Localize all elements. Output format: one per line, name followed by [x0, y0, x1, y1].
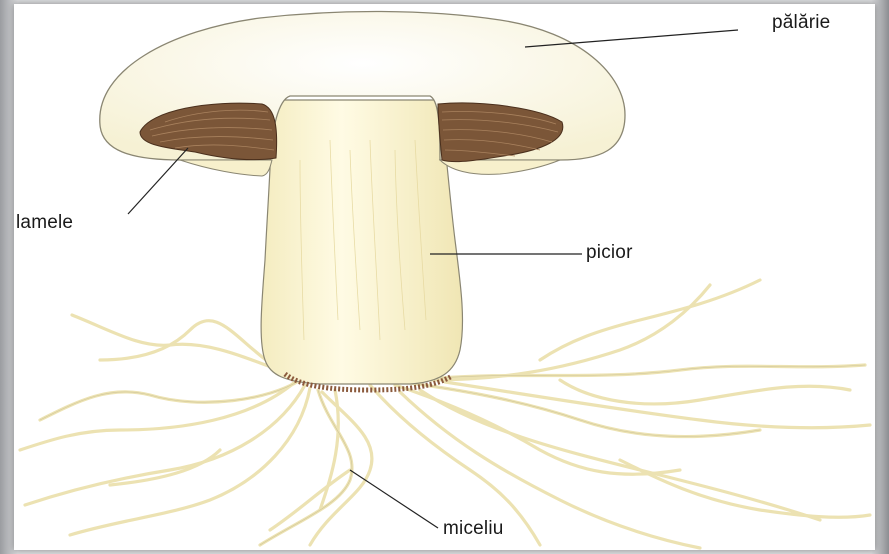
ring-right	[440, 160, 560, 174]
ring-left	[180, 160, 272, 176]
label-cap: pălărie	[772, 12, 830, 34]
label-gills: lamele	[16, 212, 73, 234]
leader-line-mycelium	[350, 470, 438, 528]
label-stem: picior	[586, 242, 633, 264]
stem-shape	[261, 100, 462, 384]
label-mycelium: miceliu	[443, 518, 504, 540]
